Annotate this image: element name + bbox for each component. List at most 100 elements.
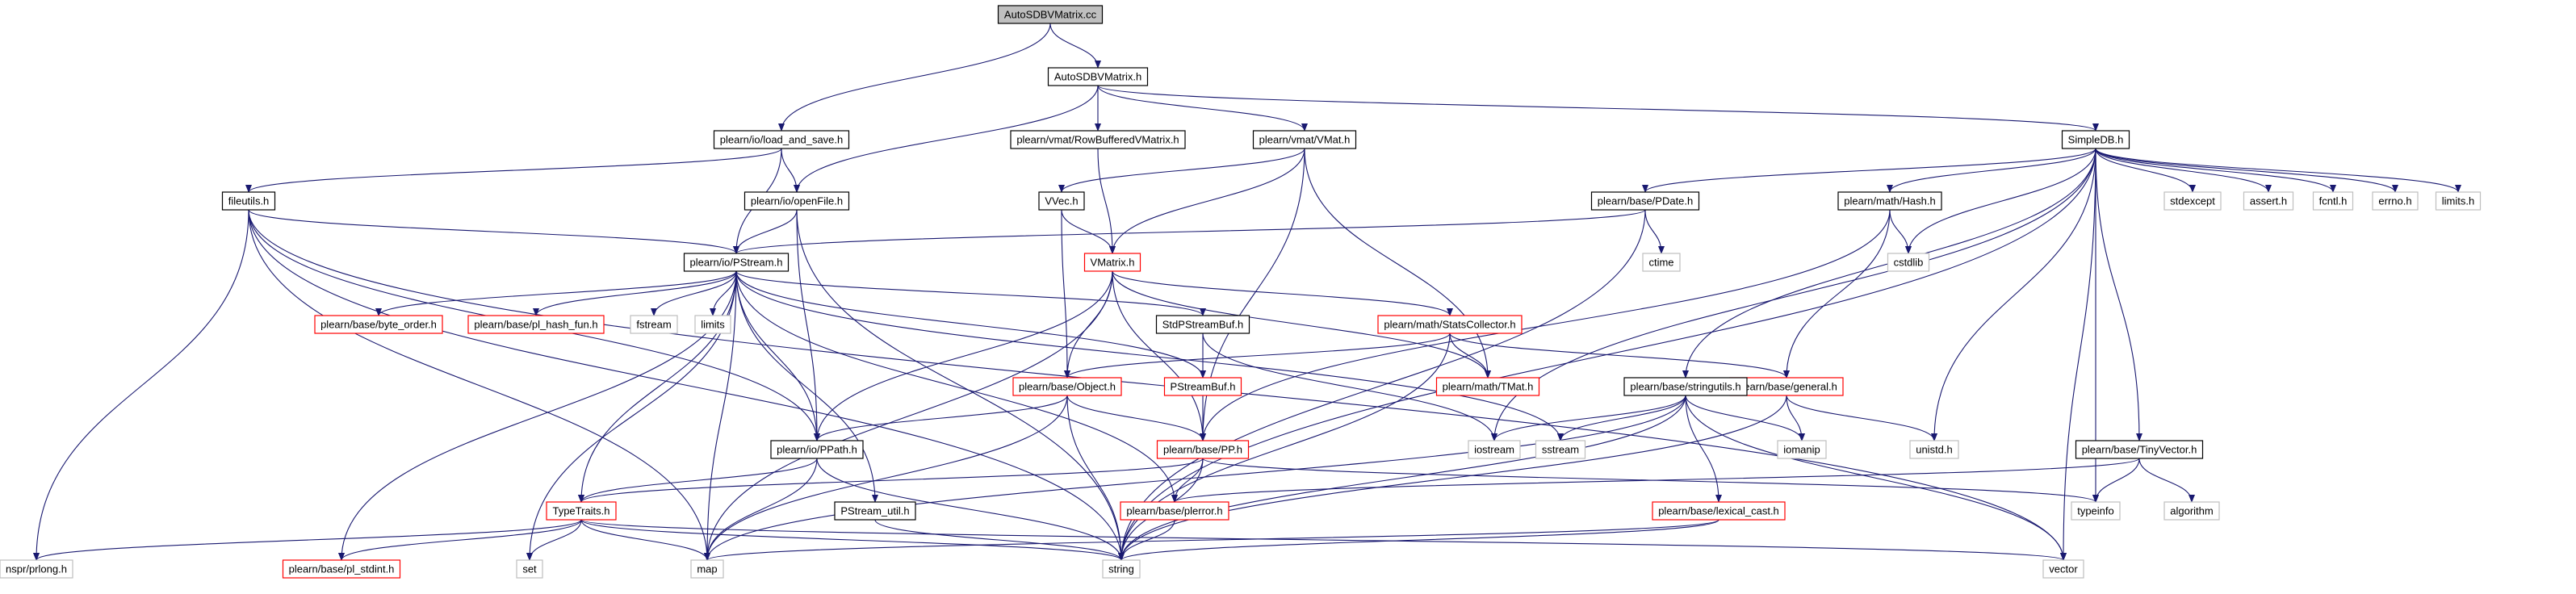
edge-vmat-to-pp <box>1200 148 1305 441</box>
node-sstream[interactable]: sstream <box>1535 440 1586 459</box>
node-vector[interactable]: vector <box>2042 559 2084 579</box>
node-plearn-io-ppath-h[interactable]: plearn/io/PPath.h <box>770 440 864 459</box>
node-plearn-vmat-rowbufferedvmatrix-h[interactable]: plearn/vmat/RowBufferedVMatrix.h <box>1010 130 1186 149</box>
node-box <box>1083 253 1141 272</box>
edge-vmatrix-to-tmat <box>1112 270 1491 379</box>
edge-simpledb-to-cstdlib <box>1905 148 2096 254</box>
node-box <box>2163 191 2222 211</box>
edge-simpledb-to-limitsh <box>2095 148 2461 193</box>
node-pstreambuf-h[interactable]: PStreamBuf.h <box>1163 377 1242 396</box>
edge-rowbuffered-to-vmatrix <box>1097 148 1116 254</box>
node-typetraits-h[interactable]: TypeTraits.h <box>546 501 617 521</box>
node-string[interactable]: string <box>1102 559 1141 579</box>
node-label: plearn/vmat/RowBufferedVMatrix.h <box>1016 134 1179 146</box>
node-plearn-base-general-h[interactable]: plearn/base/general.h <box>1729 377 1844 396</box>
edge-pstream-to-map <box>704 270 737 561</box>
node-errno-h[interactable]: errno.h <box>2372 191 2419 211</box>
node-fcntl-h[interactable]: fcntl.h <box>2312 191 2354 211</box>
edge-typetraits-to-vector <box>580 519 2067 561</box>
node-fstream[interactable]: fstream <box>630 315 678 334</box>
node-map[interactable]: map <box>690 559 724 579</box>
node-box <box>1623 377 1748 396</box>
node-plearn-base-pl-stdint-h[interactable]: plearn/base/pl_stdint.h <box>282 559 401 579</box>
node-limits[interactable]: limits <box>694 315 731 334</box>
node-plearn-io-openfile-h[interactable]: plearn/io/openFile.h <box>743 191 850 211</box>
edge-vmatrix-to-map <box>704 270 1113 561</box>
node-autosdbvmatrix-cc[interactable]: AutoSDBVMatrix.cc <box>997 5 1104 24</box>
node-assert-h[interactable]: assert.h <box>2243 191 2294 211</box>
node-box <box>2435 191 2482 211</box>
node-plearn-base-lexical-cast-h[interactable]: plearn/base/lexical_cast.h <box>1652 501 1786 521</box>
node-plearn-vmat-vmat-h[interactable]: plearn/vmat/VMat.h <box>1252 130 1357 149</box>
node-unistd-h[interactable]: unistd.h <box>1909 440 1959 459</box>
edge-pstream-to-pstream-util <box>735 270 878 503</box>
edge-autosdbvmatrix-h-to-openfile <box>794 85 1099 193</box>
node-label: plearn/base/plerror.h <box>1126 505 1222 517</box>
edge-stringutils-to-iostream <box>1491 395 1686 441</box>
node-plearn-io-load-and-save-h[interactable]: plearn/io/load_and_save.h <box>713 130 850 149</box>
node-label: map <box>697 563 717 575</box>
node-box <box>743 191 850 211</box>
node-plearn-base-pl-hash-fun-h[interactable]: plearn/base/pl_hash_fun.h <box>467 315 605 334</box>
node-pstream-util-h[interactable]: PStream_util.h <box>834 501 916 521</box>
node-algorithm[interactable]: algorithm <box>2163 501 2220 521</box>
node-label: plearn/base/pl_stdint.h <box>289 563 395 575</box>
edge-pstream-to-sstream <box>735 270 1564 441</box>
node-plearn-base-byte-order-h[interactable]: plearn/base/byte_order.h <box>314 315 443 334</box>
node-label: assert.h <box>2250 195 2287 207</box>
node-box <box>1777 440 1827 459</box>
edge-pstream-util-to-string <box>874 519 1125 561</box>
node-simpledb-h[interactable]: SimpleDB.h <box>2061 130 2130 149</box>
node-box <box>516 559 543 579</box>
node-plearn-base-pp-h[interactable]: plearn/base/PP.h <box>1156 440 1250 459</box>
node-autosdbvmatrix-h[interactable]: AutoSDBVMatrix.h <box>1047 67 1149 86</box>
node-fileutils-h[interactable]: fileutils.h <box>221 191 276 211</box>
node-label: TypeTraits.h <box>552 505 609 517</box>
node-box <box>1837 191 1942 211</box>
edge-general-to-unistd <box>1786 395 1937 441</box>
node-limits-h[interactable]: limits.h <box>2435 191 2482 211</box>
edge-pstream-to-pstreambuf <box>735 270 1206 379</box>
node-box <box>1010 130 1186 149</box>
node-label: iomanip <box>1783 444 1820 456</box>
edge-stringutils-to-lexical-cast <box>1685 395 1722 503</box>
node-stdpstreambuf-h[interactable]: StdPStreamBuf.h <box>1155 315 1250 334</box>
node-iomanip[interactable]: iomanip <box>1777 440 1827 459</box>
node-plearn-base-object-h[interactable]: plearn/base/Object.h <box>1012 377 1122 396</box>
node-typeinfo[interactable]: typeinfo <box>2071 501 2121 521</box>
node-vvec-h[interactable]: VVec.h <box>1038 191 1085 211</box>
node-label: unistd.h <box>1916 444 1953 456</box>
node-label: ctime <box>1648 257 1673 269</box>
node-label: limits <box>701 319 725 331</box>
node-vmatrix-h[interactable]: VMatrix.h <box>1083 253 1141 272</box>
node-plearn-base-pdate-h[interactable]: plearn/base/PDate.h <box>1590 191 1700 211</box>
node-plearn-base-stringutils-h[interactable]: plearn/base/stringutils.h <box>1623 377 1748 396</box>
node-label: plearn/base/pl_hash_fun.h <box>474 319 597 331</box>
node-plearn-io-pstream-h[interactable]: plearn/io/PStream.h <box>683 253 790 272</box>
edge-autosdbvmatrix-h-to-simpledb <box>1097 85 2099 132</box>
node-cstdlib[interactable]: cstdlib <box>1887 253 1930 272</box>
node-nspr-prlong-h[interactable]: nspr/prlong.h <box>0 559 73 579</box>
node-box <box>1909 440 1959 459</box>
edge-simpledb-to-assert <box>2095 148 2272 193</box>
node-ctime[interactable]: ctime <box>1642 253 1681 272</box>
node-iostream[interactable]: iostream <box>1468 440 1521 459</box>
node-plearn-math-tmat-h[interactable]: plearn/math/TMat.h <box>1435 377 1540 396</box>
edge-pstream-to-plerror <box>735 270 1178 503</box>
node-plearn-base-tinyvector-h[interactable]: plearn/base/TinyVector.h <box>2075 440 2204 459</box>
node-plearn-base-plerror-h[interactable]: plearn/base/plerror.h <box>1120 501 1229 521</box>
node-box <box>690 559 724 579</box>
node-plearn-math-statscollector-h[interactable]: plearn/math/StatsCollector.h <box>1377 315 1523 334</box>
edge-load-and-save-to-openfile <box>781 148 800 193</box>
node-box <box>1156 440 1250 459</box>
node-plearn-math-hash-h[interactable]: plearn/math/Hash.h <box>1837 191 1942 211</box>
node-label: limits.h <box>2442 195 2474 207</box>
node-stdexcept[interactable]: stdexcept <box>2163 191 2222 211</box>
node-label: algorithm <box>2170 505 2213 517</box>
node-label: plearn/base/PP.h <box>1163 444 1242 456</box>
edge-vmat-to-tmat <box>1304 148 1491 379</box>
node-set[interactable]: set <box>516 559 543 579</box>
node-label: plearn/io/PPath.h <box>777 444 857 456</box>
node-box <box>1163 377 1242 396</box>
edge-hash-to-pp <box>1200 209 1891 441</box>
